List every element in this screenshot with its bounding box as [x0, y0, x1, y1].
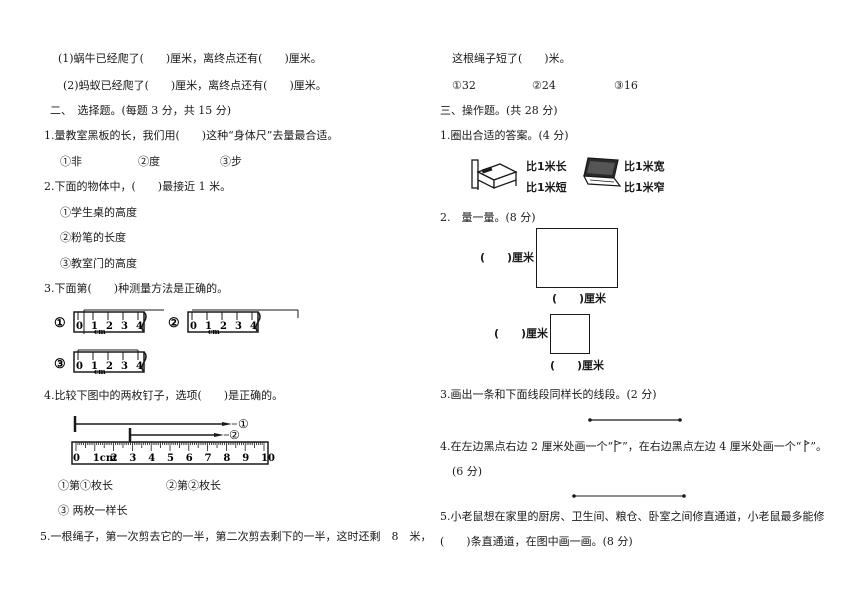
op4-text-1: 4.在左边黑点右边 2 厘米处画一个“ [440, 440, 614, 453]
nail-1-label: ① [238, 417, 249, 431]
ruler-number: 7 [205, 453, 212, 464]
ruler-number: 1cm [93, 453, 117, 464]
small-ruler-1: 0 1 2 3 4 cm [73, 309, 164, 336]
measure-square [550, 314, 590, 354]
ruler-number: 5 [167, 453, 174, 464]
bed-option-shorter[interactable]: 比1米短 [526, 181, 567, 194]
svg-text:4: 4 [136, 361, 143, 372]
ruler-number: 3 [129, 453, 136, 464]
mark-3: ③ [54, 357, 66, 372]
laptop-option-narrower[interactable]: 比1米窄 [624, 181, 665, 194]
ruler-number: 8 [223, 453, 230, 464]
section-2-title: 二、 选择题。(每题 3 分，共 15 分) [50, 104, 232, 117]
op4-score: (6 分) [452, 465, 483, 478]
question-snail: (1)蜗牛已经爬了( )厘米，离终点还有( )厘米。 [58, 52, 322, 65]
operation-question-1: 1.圈出合适的答案。(4 分) [440, 129, 569, 142]
ruler-number: 10 [261, 453, 275, 464]
q5-option-1: ①32 [452, 79, 476, 92]
q2-option-1: ①学生桌的高度 [60, 206, 137, 219]
square-side-blank[interactable]: ( )厘米 [494, 327, 549, 340]
reference-segment [588, 418, 682, 422]
q2-option-3: ③教室门的高度 [60, 257, 137, 270]
svg-text:4: 4 [136, 321, 143, 332]
svg-text:0: 0 [76, 361, 83, 372]
svg-text:2: 2 [220, 321, 227, 332]
small-ruler-3: 0 1 2 3 4 cm [73, 349, 147, 376]
svg-text:1: 1 [91, 321, 98, 332]
op4-text-2: ”，在右边黑点左边 4 厘米处画一个“ [622, 440, 802, 453]
small-ruler-2: 0 1 2 3 4 cm [187, 309, 299, 336]
q1-option-3: ③步 [220, 155, 242, 168]
operation-question-5-line2: ( )条直通道，在图中画一画。(8 分) [440, 535, 633, 548]
ruler-number: 0 [73, 453, 80, 464]
svg-text:3: 3 [121, 321, 128, 332]
ruler-number: 6 [186, 453, 193, 464]
q5-option-2: ②24 [532, 79, 556, 92]
q4-option-3: ③ 两枚一样长 [58, 504, 128, 517]
q4-option-2: ②第②枚长 [166, 479, 221, 492]
bed-option-longer[interactable]: 比1米长 [526, 160, 567, 173]
svg-text:1: 1 [91, 361, 98, 372]
measure-rectangle [536, 228, 618, 288]
svg-text:1: 1 [205, 321, 212, 332]
choice-question-5: 5.一根绳子，第一次剪去它的一半，第二次剪去剩下的一半，这时还剩 8 米， [40, 530, 432, 543]
svg-text:4: 4 [250, 321, 257, 332]
operation-question-2: 2. 量一量。(8 分) [440, 211, 536, 224]
choice-question-4: 4.比较下图中的两枚钉子，选项( )是正确的。 [44, 389, 284, 402]
nail-2-label: ② [229, 428, 240, 442]
svg-text:0: 0 [76, 321, 83, 332]
flag-icon [804, 440, 811, 452]
flag-icon [614, 440, 623, 452]
svg-text:cm: cm [208, 327, 220, 336]
nail-1 [73, 416, 237, 432]
ruler-number: 2 [111, 453, 118, 464]
svg-text:cm: cm [94, 327, 106, 336]
laptop-option-wider[interactable]: 比1米宽 [624, 160, 665, 173]
square-bottom-blank[interactable]: ( )厘米 [550, 359, 605, 372]
svg-text:2: 2 [106, 361, 113, 372]
mark-2: ② [168, 316, 180, 331]
nail-2 [128, 428, 229, 442]
mark-1: ① [54, 316, 66, 331]
q4-option-1: ①第①枚长 [58, 479, 113, 492]
rectangle-width-blank[interactable]: ( )厘米 [552, 292, 607, 305]
operation-question-5: 5.小老鼠想在家里的厨房、卫生间、粮仓、卧室之间修直通道，小老鼠最多能修 [440, 510, 825, 523]
bed-icon [471, 159, 518, 190]
measurement-methods-figure: ① 0 1 2 3 4 cm ② 0 1 2 3 4 cm ③ [54, 309, 299, 376]
operation-question-4: 4.在左边黑点右边 2 厘米处画一个“ ”，在右边黑点左边 4 厘米处画一个“ ”。 [440, 440, 827, 454]
svg-text:2: 2 [106, 321, 113, 332]
choice-question-3: 3.下面第( )种测量方法是正确的。 [44, 282, 229, 295]
dot-segment [572, 494, 686, 498]
question-5-continued: 这根绳子短了( )米。 [452, 52, 571, 65]
svg-text:3: 3 [235, 321, 242, 332]
ruler-number: 4 [148, 453, 155, 464]
q1-option-2: ②度 [138, 155, 160, 168]
q5-option-3: ③16 [614, 79, 638, 92]
svg-text:0: 0 [190, 321, 197, 332]
section-3-title: 三、操作题。(共 28 分) [440, 104, 558, 117]
rectangle-height-blank[interactable]: ( )厘米 [480, 251, 535, 264]
op4-text-3: ”。 [810, 440, 827, 453]
choice-question-2: 2.下面的物体中，( )最接近 1 米。 [44, 180, 232, 193]
q2-option-2: ②粉笔的长度 [60, 231, 126, 244]
question-ant: (2)蚂蚁已经爬了( )厘米，离终点还有( )厘米。 [63, 79, 327, 92]
choice-question-1: 1.量教室黑板的长，我们用( )这种“身体尺”去量最合适。 [44, 129, 339, 142]
ruler-number: 9 [242, 453, 249, 464]
operation-question-3: 3.画出一条和下面线段同样长的线段。(2 分) [440, 388, 657, 401]
svg-text:cm: cm [94, 367, 106, 376]
q1-option-1: ①非 [60, 155, 82, 168]
svg-text:3: 3 [121, 361, 128, 372]
laptop-icon [582, 157, 622, 187]
